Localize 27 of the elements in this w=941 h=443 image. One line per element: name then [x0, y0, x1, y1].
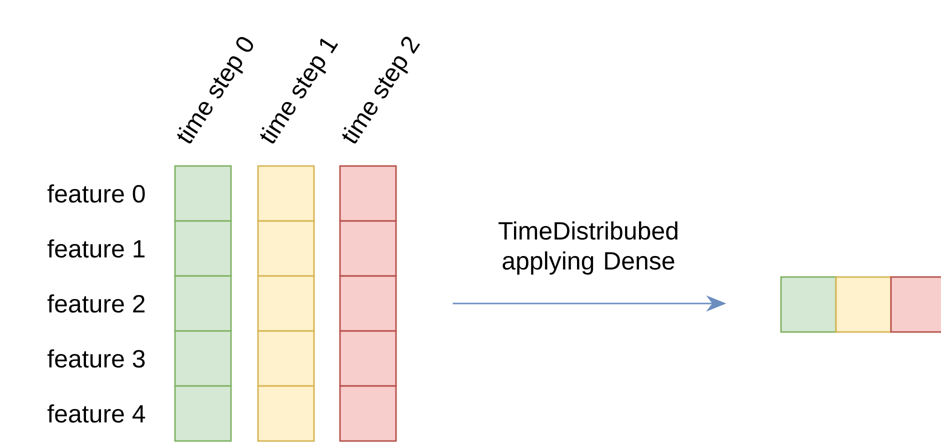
grid-cell — [174, 165, 232, 222]
grid-cell — [339, 275, 397, 332]
row-label: feature 3 — [48, 349, 145, 368]
edge-label: TimeDistribubed applying Dense — [498, 221, 678, 275]
column-label: time step 2 — [342, 36, 420, 144]
grid-cell — [339, 330, 397, 387]
row-label: feature 0 — [48, 184, 145, 203]
grid-cell — [890, 276, 941, 333]
grid-cell — [835, 276, 892, 333]
grid-cell — [257, 220, 315, 277]
row-label: feature 1 — [48, 239, 145, 258]
grid-cell — [257, 275, 315, 332]
grid-cell — [257, 165, 315, 222]
grid-cell — [339, 165, 397, 222]
grid-cell — [257, 330, 315, 387]
row-label: feature 2 — [48, 294, 145, 313]
column-label: time step 0 — [177, 37, 254, 144]
grid-cell — [174, 220, 232, 277]
grid-cell — [174, 275, 232, 332]
grid-cell — [339, 220, 397, 277]
grid-cell — [257, 385, 315, 442]
column-label: time step 1 — [260, 38, 338, 144]
grid-cell — [174, 330, 232, 387]
row-label: feature 4 — [48, 404, 146, 423]
grid-cell — [174, 385, 232, 442]
grid-cell — [780, 276, 837, 333]
grid-cell — [339, 385, 397, 442]
